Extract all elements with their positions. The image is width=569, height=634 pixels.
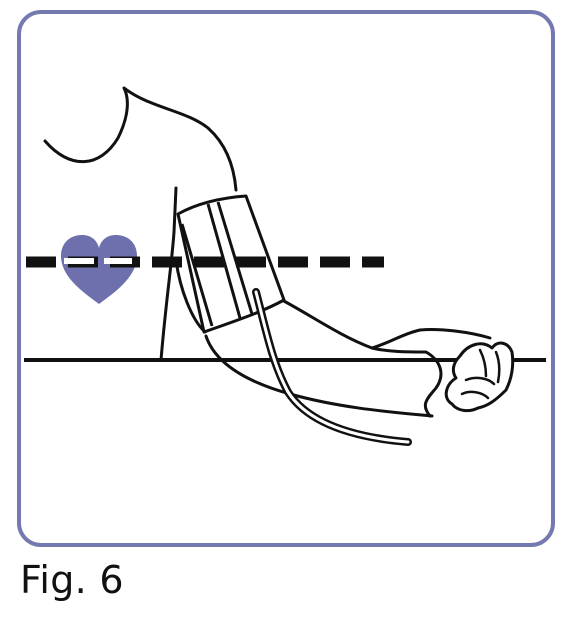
upper-arm-outline (174, 258, 207, 334)
hand-outline (370, 346, 443, 418)
shoulder-outline (43, 86, 238, 192)
frame-border (17, 10, 555, 547)
torso-side-line (159, 186, 178, 362)
heart-dash-highlight-2 (104, 258, 132, 264)
finger-creases (460, 348, 501, 400)
cuff-seam (180, 223, 214, 327)
heart-icon (61, 235, 137, 304)
air-tube-inner (254, 290, 410, 444)
heart-dash-highlight (64, 258, 94, 264)
illustration (17, 10, 555, 547)
cuff-inner-edge-2 (216, 201, 254, 315)
figure-caption: Fig. 6 (20, 558, 124, 602)
forearm-top-outline (280, 298, 492, 350)
